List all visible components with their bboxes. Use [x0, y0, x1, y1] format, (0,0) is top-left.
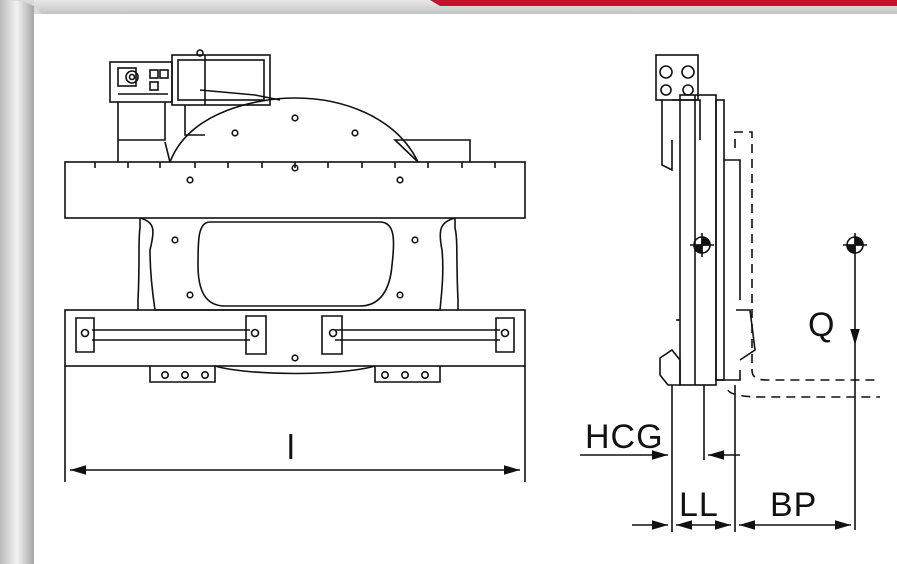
width-label: l: [287, 429, 296, 467]
left-sidebar-gradient: [0, 0, 34, 564]
valve-block: [109, 49, 271, 106]
rail-clamps: [75, 315, 515, 355]
q-label: Q: [808, 306, 836, 344]
bp-label: BP: [770, 486, 818, 524]
upper-bar-notches: [94, 162, 496, 168]
ll-label: LL: [679, 486, 719, 524]
side-view: [580, 54, 880, 532]
accent-bar: [430, 0, 897, 6]
hcg-label: HCG: [585, 418, 664, 456]
front-view: [64, 49, 526, 482]
